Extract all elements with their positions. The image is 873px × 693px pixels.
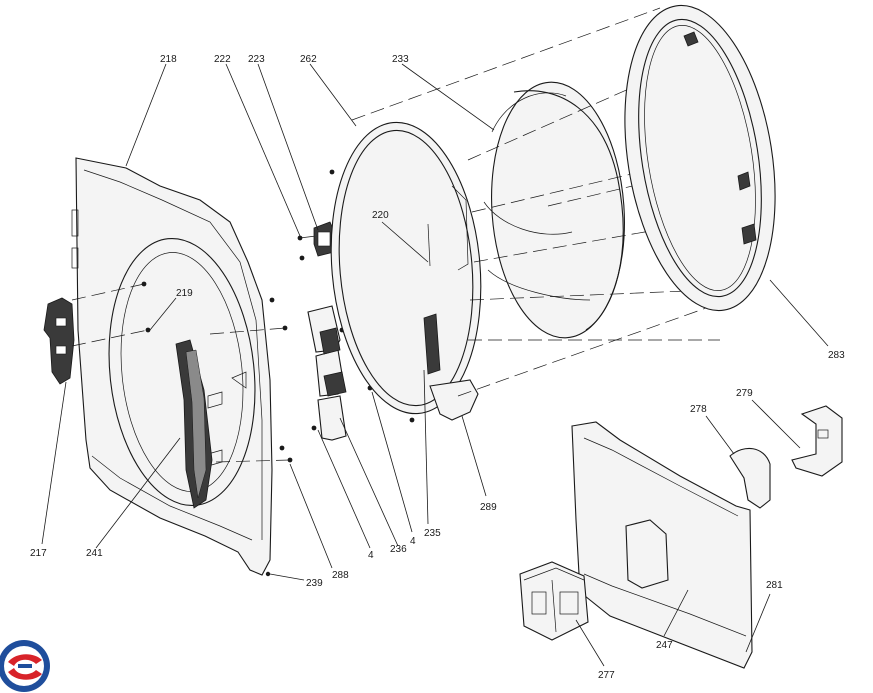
- front-panel-part: [71, 157, 273, 576]
- label-223: 223: [248, 54, 265, 65]
- label-4-left: 4: [368, 550, 374, 561]
- brand-logo-icon: [0, 640, 50, 692]
- bracket-stack-part: [307, 305, 347, 441]
- label-247: 247: [656, 640, 673, 651]
- label-278: 278: [690, 404, 707, 415]
- base-panel-part: [571, 421, 753, 669]
- part-number-labels: 218 222 223 262 233 220 219 217 241 288 …: [30, 54, 845, 681]
- corner-bracket-part: [791, 405, 843, 477]
- door-latch-part: [43, 297, 75, 385]
- label-235: 235: [424, 528, 441, 539]
- label-236: 236: [390, 544, 407, 555]
- label-222: 222: [214, 54, 231, 65]
- label-281: 281: [766, 580, 783, 591]
- label-218: 218: [160, 54, 177, 65]
- cup-part: [729, 447, 771, 509]
- label-4-right: 4: [410, 536, 416, 547]
- label-279: 279: [736, 388, 753, 399]
- label-219: 219: [176, 288, 193, 299]
- box-part: [519, 561, 589, 641]
- label-220: 220: [372, 210, 389, 221]
- assembly-lines-left: [71, 235, 317, 463]
- label-262: 262: [300, 54, 317, 65]
- label-239: 239: [306, 578, 323, 589]
- leader-lines: [41, 63, 829, 667]
- label-277: 277: [598, 670, 615, 681]
- label-217: 217: [30, 548, 47, 559]
- drum-boot-part: [483, 81, 625, 339]
- hinge-bracket-part: [313, 221, 337, 257]
- inner-door-ring-part: [330, 121, 482, 421]
- handle-bracket-part: [175, 339, 213, 509]
- label-233: 233: [392, 54, 409, 65]
- label-241: 241: [86, 548, 103, 559]
- label-289: 289: [480, 502, 497, 513]
- label-288: 288: [332, 570, 349, 581]
- outer-ring-part: [624, 4, 776, 312]
- label-283: 283: [828, 350, 845, 361]
